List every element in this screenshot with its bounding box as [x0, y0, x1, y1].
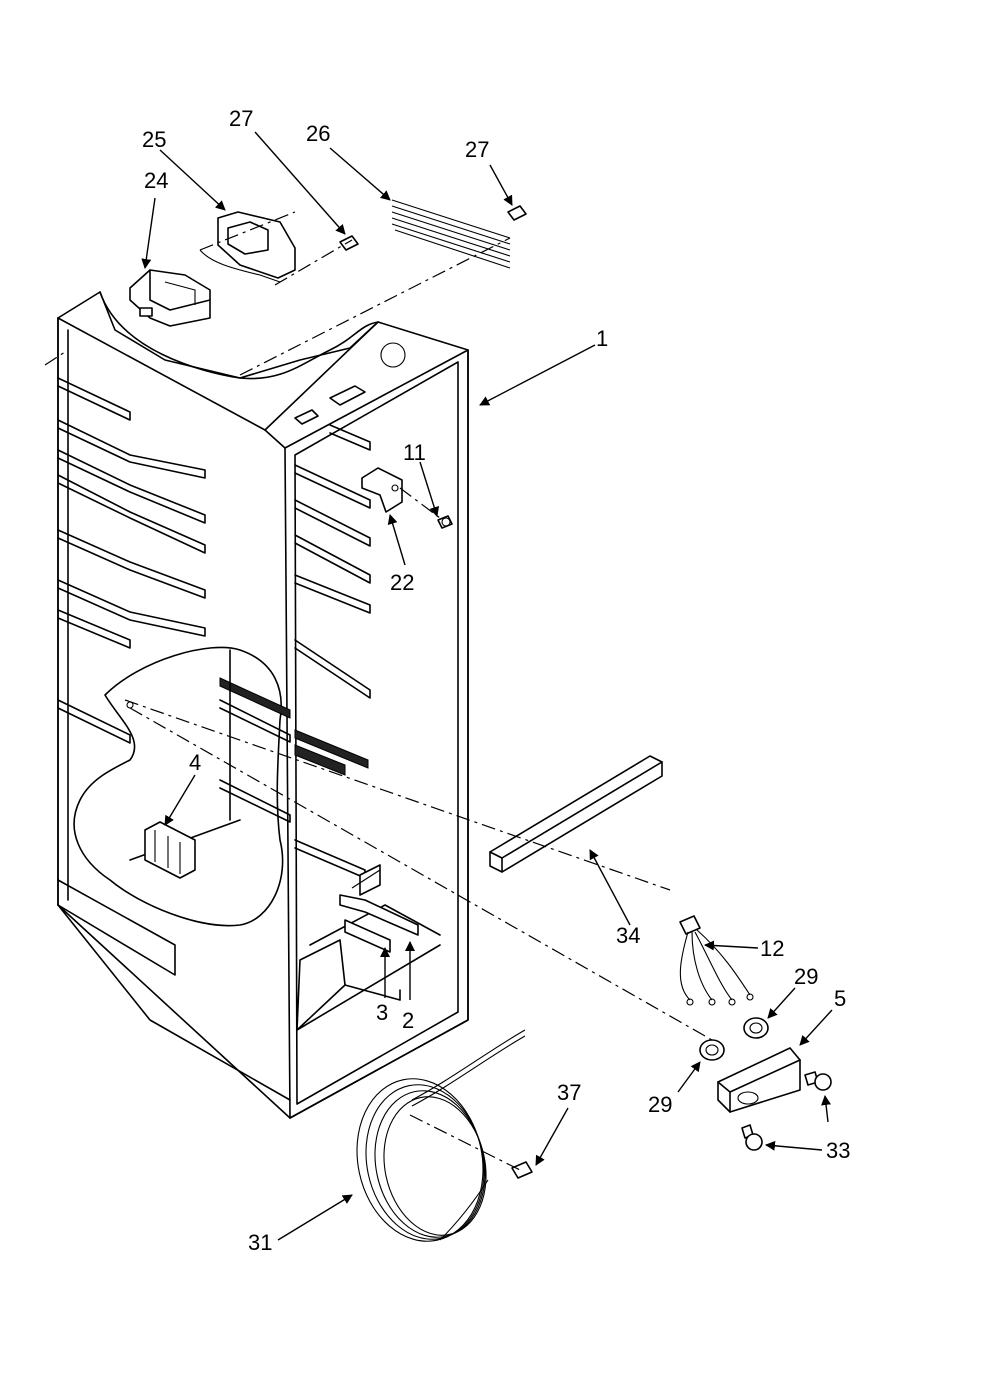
callout-3: 3 [376, 1000, 388, 1025]
part-24-housing [129, 269, 211, 327]
right-shelf-rails [294, 424, 371, 879]
part-33-screw-lower [741, 1124, 763, 1151]
part-26-strip [391, 199, 511, 269]
part-11-screw [437, 515, 453, 529]
leader-arrows [141, 131, 833, 1241]
callout-12: 12 [760, 936, 784, 961]
part-33-screw-upper [804, 1071, 832, 1091]
callout-34: 34 [616, 923, 640, 948]
callout-31: 31 [248, 1230, 272, 1255]
part-4-bracket [144, 821, 196, 879]
callout-29-lower: 29 [648, 1092, 672, 1117]
callout-24: 24 [144, 168, 168, 193]
callout-labels: 1 11 22 25 24 27 26 27 4 3 2 34 12 29 5 … [142, 106, 850, 1255]
left-shelf-rails [57, 377, 206, 976]
callout-11: 11 [403, 440, 426, 465]
alignment-lines [44, 211, 713, 1171]
part-34-bar [489, 755, 663, 873]
callout-26: 26 [306, 121, 330, 146]
part-5-cover [717, 1047, 801, 1113]
part-31-tubing-coil [356, 1029, 526, 1242]
part-29-grommet-upper [743, 1017, 769, 1039]
part-29-grommet-lower [699, 1039, 725, 1061]
callout-37: 37 [557, 1080, 581, 1105]
callout-29-upper: 29 [794, 964, 818, 989]
callout-1: 1 [596, 326, 608, 351]
part-37-screw [511, 1161, 533, 1179]
callout-5: 5 [834, 986, 846, 1011]
callout-4: 4 [189, 750, 201, 775]
part-25-bracket [199, 211, 296, 283]
callout-33: 33 [826, 1138, 850, 1163]
callout-25: 25 [142, 127, 166, 152]
callout-27-right: 27 [465, 137, 489, 162]
callout-22: 22 [390, 570, 414, 595]
callout-2: 2 [402, 1008, 414, 1033]
part-12-wire-harness [679, 915, 754, 1006]
part-2-3-brackets [339, 864, 419, 953]
callout-27-left: 27 [229, 106, 253, 131]
part-27-screw-left [339, 235, 359, 251]
part-27-screw-right [507, 205, 527, 221]
part-22-bracket [361, 467, 403, 513]
